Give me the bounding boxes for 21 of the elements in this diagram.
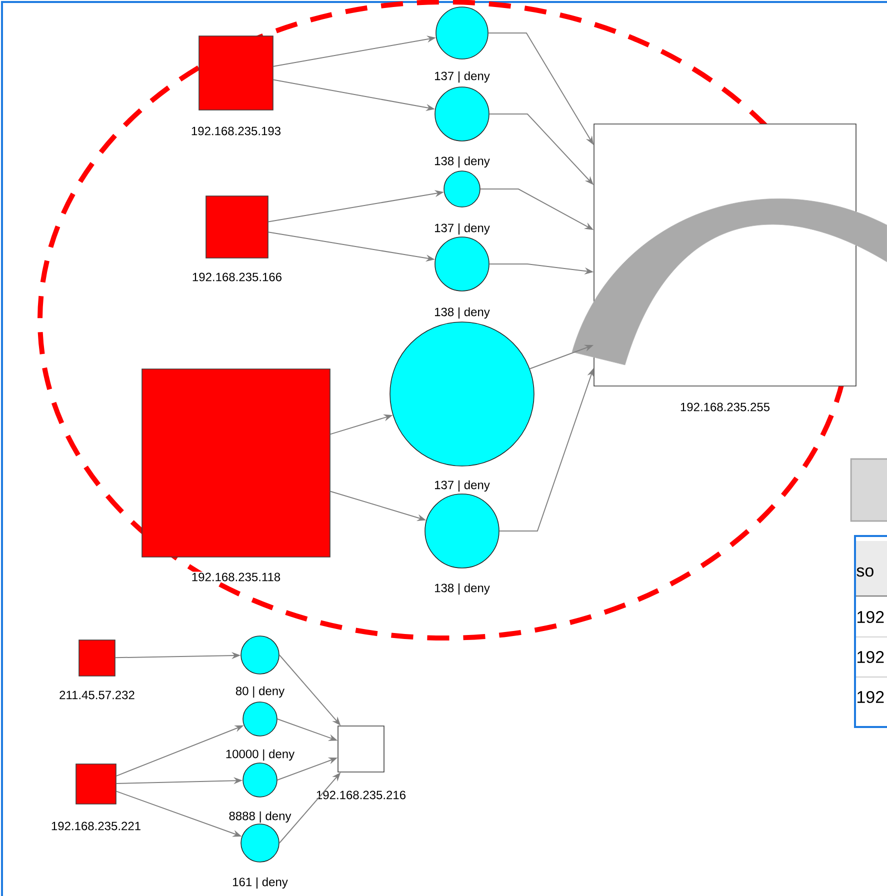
node-label: 137 | deny [433, 70, 491, 84]
node-label: 137 | deny [433, 222, 491, 236]
table-cell: 192 [858, 690, 884, 704]
table-cell: so [856, 567, 874, 577]
node-label: 138 | deny [433, 155, 491, 169]
node-label: 138 | deny [433, 306, 491, 320]
node-label: 192.168.235.193 [190, 126, 282, 136]
node-label: 80 | deny [234, 685, 286, 699]
node-label: 192.168.235.166 [190, 272, 284, 282]
table-cell: 192 [858, 650, 884, 664]
node-label: 10000 | deny [224, 748, 296, 762]
node-label: 161 | deny [231, 876, 289, 890]
node-label: 192.168.235.216 [314, 790, 408, 800]
node-label: 192.168.235.255 [678, 402, 772, 412]
table-cell: 192 [858, 610, 884, 624]
node-label: 211.45.57.232 [58, 690, 136, 700]
node-label: 8888 | deny [228, 810, 292, 824]
node-label: 138 | deny [433, 582, 491, 596]
node-label: 192.168.235.118 [190, 572, 282, 582]
node-label: 137 | deny [433, 479, 491, 493]
node-label: 192.168.235.221 [50, 820, 142, 832]
